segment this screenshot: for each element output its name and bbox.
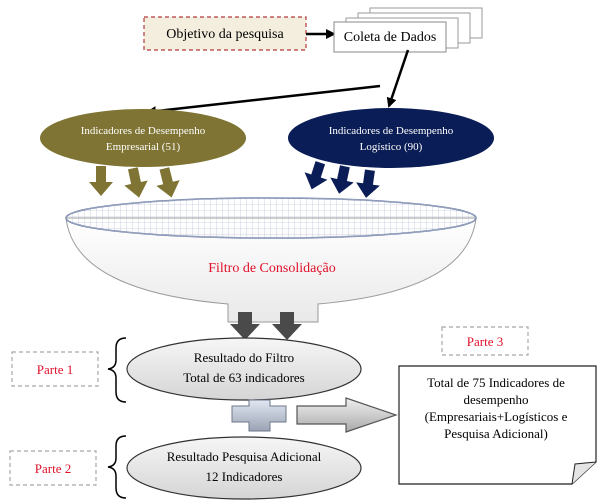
arrow-to-business: [146, 84, 381, 117]
objective-box: Objetivo da pesquisa: [143, 16, 307, 51]
part1-brace: [107, 337, 127, 403]
logistics-down-arrows: [304, 161, 380, 198]
olive-arrow-1: [89, 166, 113, 196]
logistics-indicators-line1: Indicadores de Desempenho: [329, 125, 454, 137]
filter-label: Filtro de Consolidação: [208, 261, 336, 276]
navy-arrow-3: [356, 169, 380, 198]
filter-result-line1: Resultado do Filtro: [194, 350, 294, 365]
dark-arrow-2: [272, 312, 302, 340]
part1-label: Parte 1: [37, 362, 73, 377]
filter-result-oval: Resultado do Filtro Total de 63 indicado…: [126, 337, 362, 401]
part3-box: Parte 3: [441, 326, 529, 356]
business-indicators-line2: Empresarial (51): [106, 141, 181, 153]
consolidation-funnel: Filtro de Consolidação: [65, 197, 477, 323]
dark-arrow-1: [230, 312, 260, 340]
part3-label: Parte 3: [467, 334, 503, 349]
collection-stack: Coleta de Dados: [333, 7, 483, 53]
logistics-indicators-line2: Logístico (90): [360, 141, 423, 153]
filter-result-line2: Total de 63 indicadores: [183, 370, 304, 385]
part2-brace: [107, 435, 127, 499]
total-line2: desempenho: [464, 392, 529, 407]
olive-arrow-2: [124, 167, 148, 198]
navy-arrow-2: [330, 165, 354, 194]
business-indicators-oval: Indicadores de Desempenho Empresarial (5…: [40, 109, 246, 167]
part2-label: Parte 2: [35, 461, 71, 476]
total-line1: Total de 75 Indicadores de: [427, 375, 565, 390]
funnel-output-arrows: [230, 312, 302, 340]
total-line3: (Empresariais+Logísticos e: [425, 409, 568, 424]
plus-icon: [231, 399, 287, 432]
collection-label: Coleta de Dados: [344, 30, 437, 45]
business-indicators-line1: Indicadores de Desempenho: [81, 125, 206, 137]
logistics-indicators-oval: Indicadores de Desempenho Logístico (90): [288, 108, 494, 168]
part1-box: Parte 1: [11, 351, 99, 387]
total-note: Total de 75 Indicadores de desempenho (E…: [398, 365, 597, 485]
additional-result-line1: Resultado Pesquisa Adicional: [167, 449, 322, 464]
objective-label: Objetivo da pesquisa: [166, 27, 284, 42]
part2-box: Parte 2: [9, 450, 97, 486]
olive-arrow-3: [156, 167, 180, 198]
total-line4: Pesquisa Adicional): [444, 426, 548, 441]
additional-result-line2: 12 Indicadores: [206, 469, 283, 484]
additional-result-oval: Resultado Pesquisa Adicional 12 Indicado…: [126, 436, 362, 500]
right-arrow-icon: [296, 397, 398, 433]
arrow-to-logistics: [386, 49, 410, 108]
business-down-arrows: [89, 166, 180, 198]
navy-arrow-1: [304, 161, 328, 190]
